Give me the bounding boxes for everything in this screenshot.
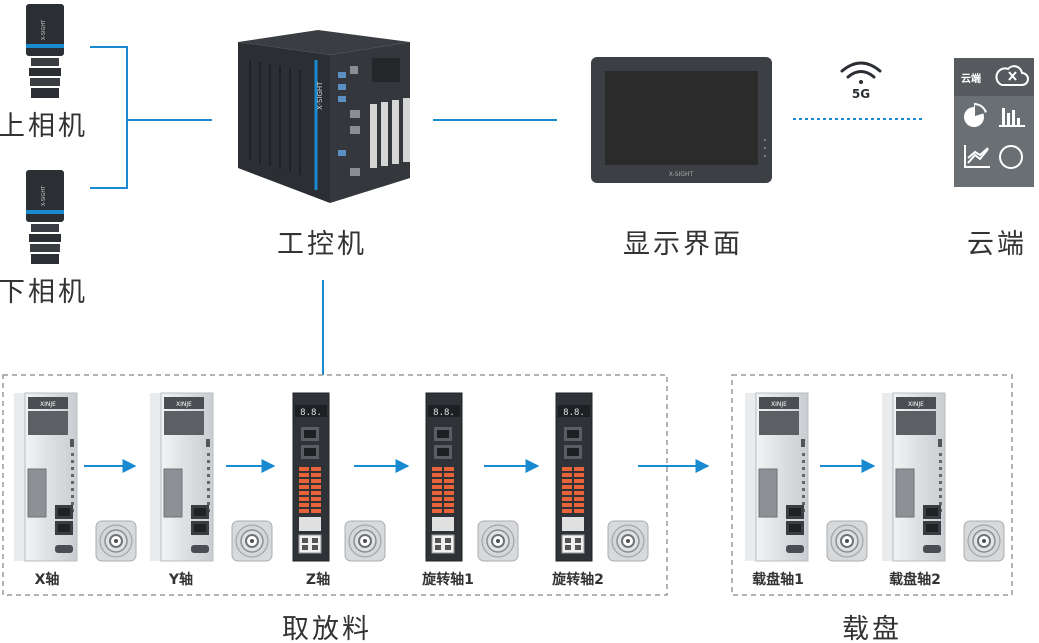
circle-icon: [999, 145, 1023, 169]
axis-label: 载盘轴1: [752, 571, 804, 588]
servo-unit-4: 8.8.: [425, 392, 519, 562]
display-brand: X-SIGHT: [669, 171, 694, 178]
servo-motor: [826, 520, 868, 562]
driver-display: 8.8.: [300, 408, 322, 418]
cloud-panel-title: 云端: [961, 72, 981, 85]
servo-motor: [607, 520, 649, 562]
driver-brand: XINJE: [771, 401, 787, 408]
ipc-brand: X-SIGHT: [316, 81, 324, 110]
servo-motor: [963, 520, 1005, 562]
driver-display: 8.8.: [433, 408, 455, 418]
servo-driver: 8.8.: [292, 392, 330, 562]
display-label: 显示界面: [623, 229, 743, 260]
cloud-icon: [995, 65, 1029, 86]
cloud-label: 云端: [967, 229, 1027, 260]
axis-label: 旋转轴2: [551, 571, 604, 588]
network-label: 5G: [852, 87, 870, 101]
tray-frame: [731, 374, 1013, 596]
servo-unit-1: XINJE: [14, 392, 137, 562]
camera-connector-line: [90, 46, 212, 189]
line-chart-icon: [964, 145, 990, 168]
tray-label: 载盘: [842, 614, 902, 643]
bottom-camera-label: 下相机: [0, 277, 88, 308]
servo-unit-3: 8.8.: [292, 392, 386, 562]
servo-driver: XINJE: [14, 392, 78, 562]
pie-chart-icon: [964, 103, 987, 127]
pick-place-frame: [2, 374, 668, 596]
axis-label: Z轴: [306, 571, 330, 588]
servo-driver: XINJE: [150, 392, 214, 562]
servo-driver: XINJE: [882, 392, 946, 562]
servo-motor: [231, 520, 273, 562]
display-panel: X-SIGHT: [591, 57, 772, 183]
axis-label: 载盘轴2: [889, 571, 941, 588]
servo-unit-5: 8.8.: [555, 392, 649, 562]
top-camera-brand: X-SIGHT: [41, 19, 47, 40]
servo-motor: [344, 520, 386, 562]
servo-unit-7: XINJE: [882, 392, 1005, 562]
servo-driver: XINJE: [745, 392, 809, 562]
bar-chart-icon: [999, 108, 1025, 127]
driver-display: 8.8.: [563, 408, 585, 418]
pick-place-label: 取放料: [282, 614, 372, 643]
driver-brand: XINJE: [908, 401, 924, 408]
driver-brand: XINJE: [40, 401, 56, 408]
servo-unit-2: XINJE: [150, 392, 273, 562]
servo-motor: [477, 520, 519, 562]
top-camera: X-SIGHT: [26, 4, 64, 98]
top-camera-label: 上相机: [0, 111, 88, 142]
wifi-icon: [840, 61, 882, 84]
servo-motor: [95, 520, 137, 562]
bottom-camera-brand: X-SIGHT: [41, 185, 47, 206]
cloud-panel: 云端: [954, 58, 1034, 187]
axis-label: 旋转轴1: [421, 571, 474, 588]
bottom-camera: X-SIGHT: [26, 170, 64, 264]
servo-driver: 8.8.: [555, 392, 593, 562]
ipc-label: 工控机: [277, 229, 367, 260]
axis-label: X轴: [35, 571, 60, 588]
industrial-pc: X-SIGHT: [238, 30, 410, 203]
servo-unit-6: XINJE: [745, 392, 868, 562]
servo-driver: 8.8.: [425, 392, 463, 562]
driver-brand: XINJE: [176, 401, 192, 408]
axis-label: Y轴: [168, 571, 193, 588]
